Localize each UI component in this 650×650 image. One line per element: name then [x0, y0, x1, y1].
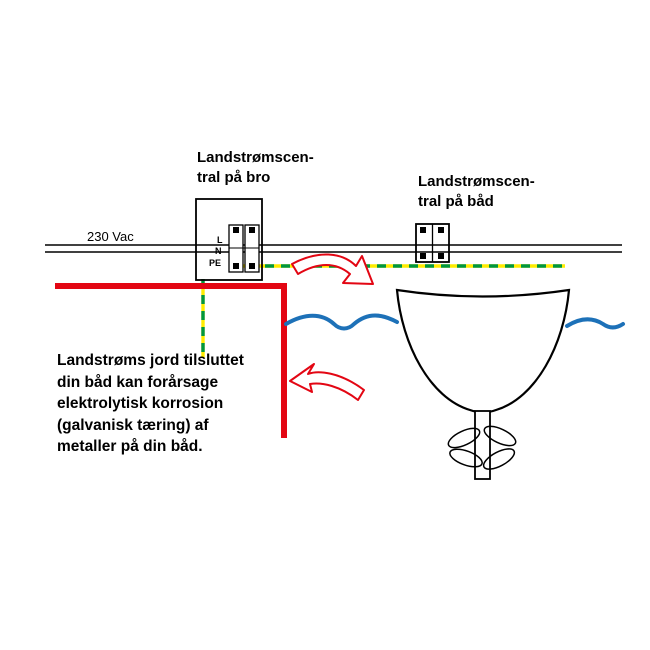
- boat-hull: [395, 288, 571, 414]
- propeller-blade-4: [482, 448, 516, 470]
- water-line-left: [284, 313, 399, 331]
- dock-breaker-screw-4: [249, 263, 255, 269]
- propeller-blade-1: [447, 427, 481, 449]
- terminal-label-n: N: [215, 246, 222, 256]
- arrow-current-from-boat: [289, 363, 365, 401]
- voltage-label: 230 Vac: [87, 229, 134, 244]
- dock-breaker-box: [195, 198, 263, 281]
- corrosion-warning-caption: Landstrøms jord tilsluttet din båd kan f…: [57, 352, 244, 455]
- arrow-current-to-boat: [291, 253, 374, 285]
- terminal-label-l: L: [217, 235, 223, 245]
- terminal-label-pe: PE: [209, 258, 221, 268]
- propeller-blade-3: [449, 448, 483, 468]
- boat-central-label: Landstrømscen- tral på båd: [418, 173, 535, 210]
- dock-breaker-screw-2: [249, 227, 255, 233]
- boat-breaker-screw-1: [420, 227, 426, 233]
- boat-breaker-screw-2: [438, 227, 444, 233]
- pier-edge-line: [55, 283, 287, 438]
- water-line-right: [565, 317, 625, 330]
- dock-breaker-screw-1: [233, 227, 239, 233]
- propeller-blade-2: [483, 425, 517, 447]
- dock-central-label: Landstrømscen- tral på bro: [197, 149, 314, 186]
- boat-breaker-screw-3: [420, 253, 426, 259]
- boat-breaker-screw-4: [438, 253, 444, 259]
- dock-breaker-screw-3: [233, 263, 239, 269]
